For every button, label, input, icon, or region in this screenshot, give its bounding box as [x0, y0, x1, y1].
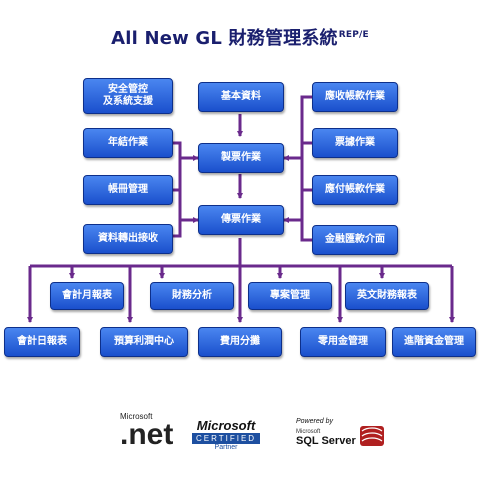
node-ledger: 帳冊管理 [83, 175, 173, 205]
title-main: All New GL 財務管理系統 [111, 28, 338, 49]
node-cost-allocation: 費用分攤 [198, 327, 282, 357]
node-daily-report: 會計日報表 [4, 327, 80, 357]
certified-partner-logo: Microsoft CERTIFIED Partner [192, 418, 261, 451]
node-voucher-post: 傳票作業 [198, 205, 284, 235]
sql-server-icon [359, 426, 384, 446]
node-english-report: 英文財務報表 [345, 282, 429, 310]
dotnet-logo: Microsoft .net [120, 412, 174, 451]
sql-logo-product: SQL Server [296, 435, 356, 447]
dotnet-logo-wordmark: .net [120, 418, 174, 451]
sql-server-logo: Powered by Microsoft SQL Server [296, 418, 385, 447]
sql-logo-brand: Microsoft [296, 429, 321, 435]
node-data-transfer: 資料轉出接收 [83, 224, 173, 254]
node-notes: 票據作業 [312, 128, 398, 158]
dotnet-logo-brand: Microsoft [120, 412, 153, 421]
node-security: 安全管控 及系統支援 [83, 78, 173, 114]
sql-logo-powered-by: Powered by [296, 418, 333, 425]
node-bank-transfer: 金融匯款介面 [312, 225, 398, 255]
certified-logo-certified: CERTIFIED [192, 433, 261, 444]
node-monthly-report: 會計月報表 [50, 282, 124, 310]
node-petty-cash: 零用金管理 [300, 327, 386, 357]
node-year-end: 年結作業 [83, 128, 173, 158]
node-advanced-funds: 進階資金管理 [392, 327, 476, 357]
title-superscript: REP/E [338, 30, 369, 40]
node-receivables: 應收帳款作業 [312, 82, 398, 112]
node-financial-analysis: 財務分析 [150, 282, 234, 310]
node-basic-data: 基本資料 [198, 82, 284, 112]
node-budget-center: 預算利潤中心 [100, 327, 188, 357]
node-voucher-make: 製票作業 [198, 143, 284, 173]
certified-logo-partner: Partner [214, 444, 238, 451]
page-title: All New GL 財務管理系統REP/E [0, 24, 480, 50]
node-project-mgmt: 專案管理 [248, 282, 332, 310]
right-bracket [300, 95, 312, 242]
certified-logo-brand: Microsoft [196, 418, 256, 433]
node-payables: 應付帳款作業 [312, 175, 398, 205]
